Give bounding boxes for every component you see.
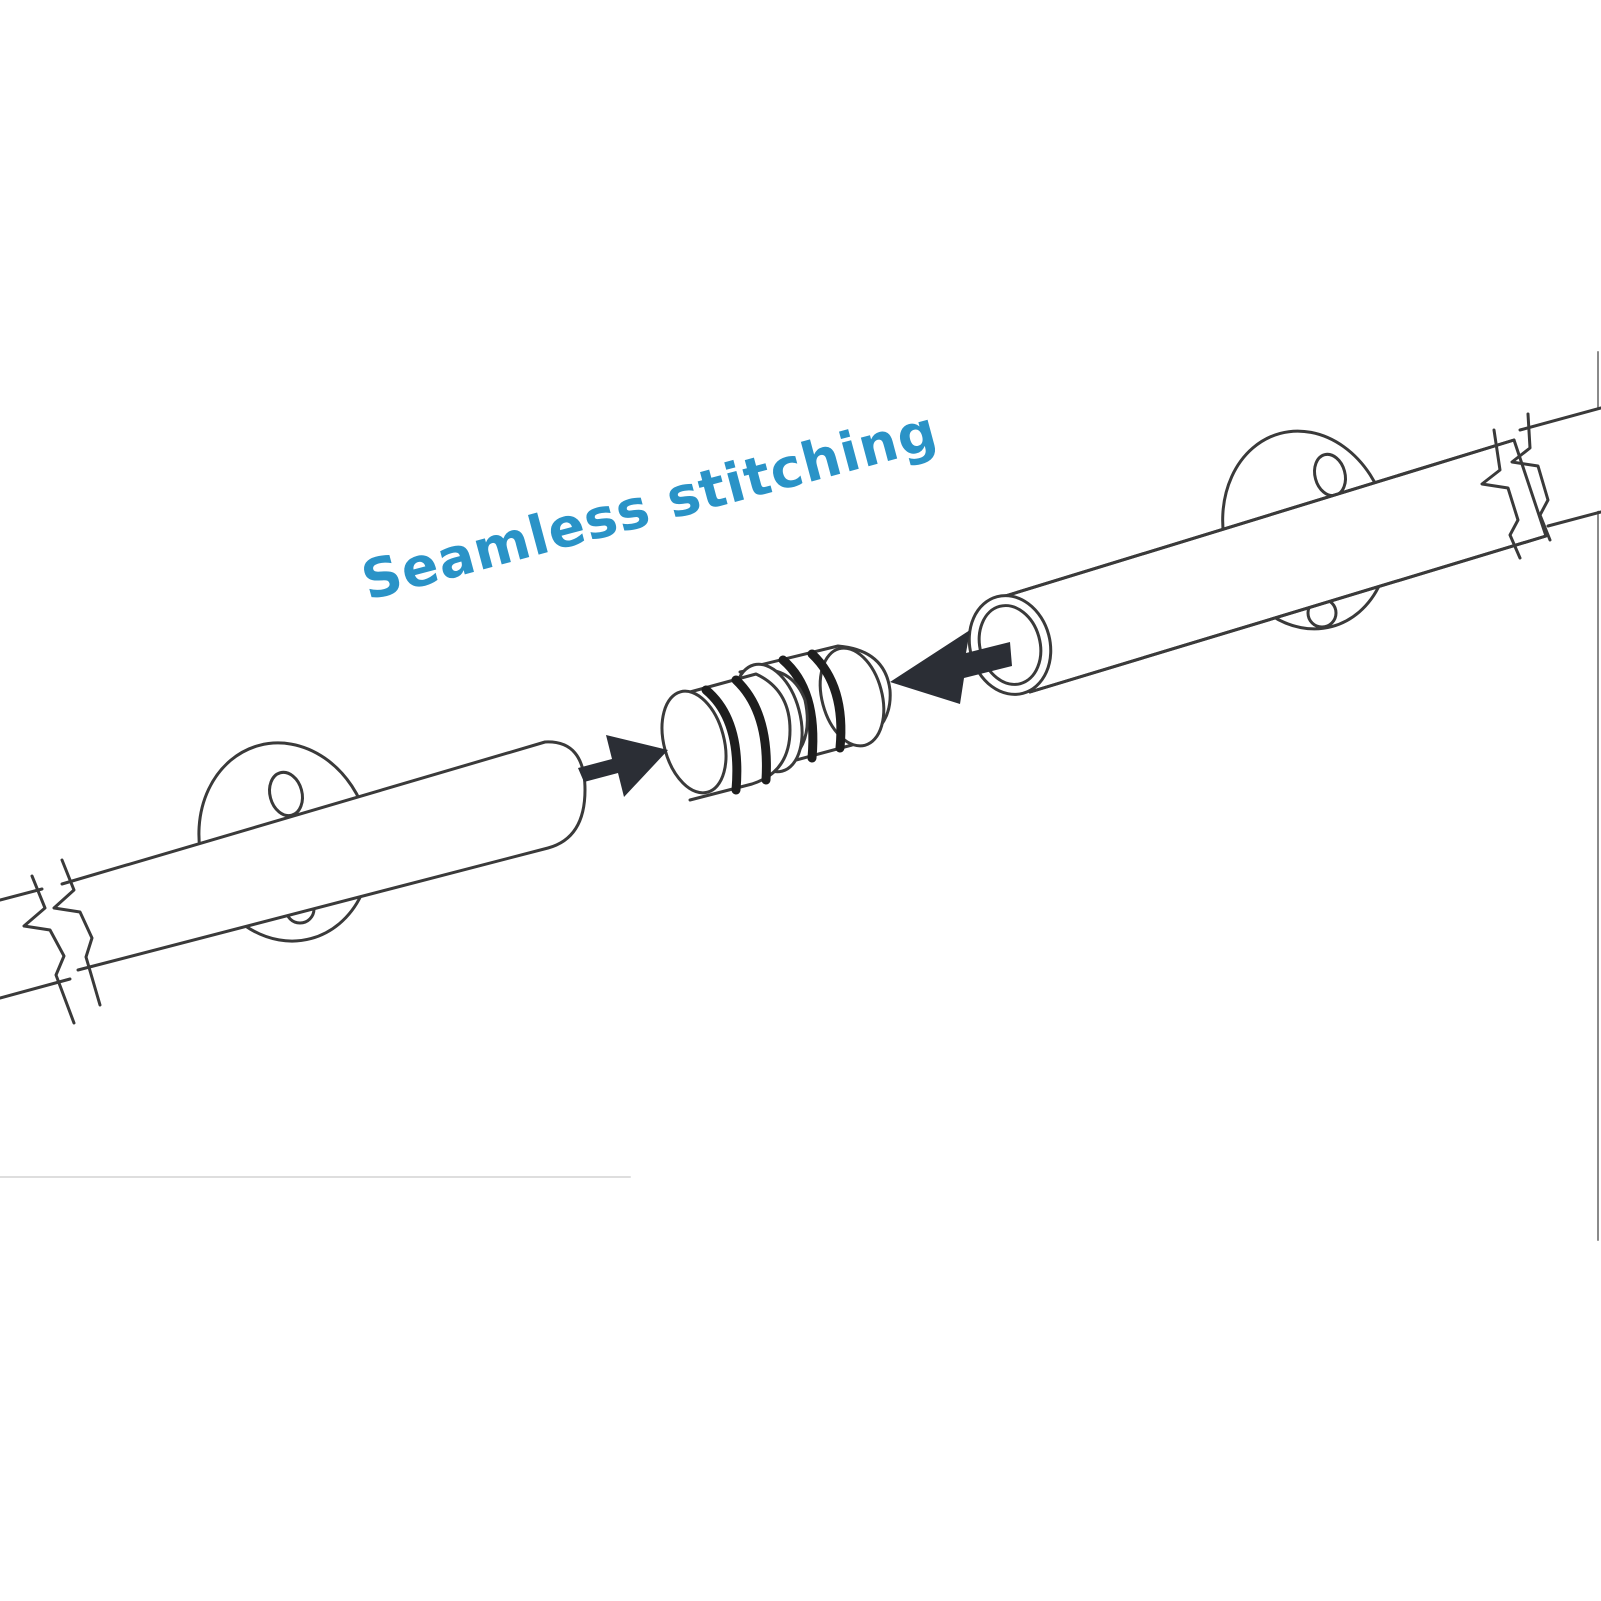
arrow-left-icon — [890, 630, 1012, 704]
left-tube — [22, 740, 587, 1025]
arrow-right-icon — [578, 735, 668, 797]
ringed-connector — [660, 644, 892, 802]
right-rail-far-segment — [1480, 406, 1601, 560]
